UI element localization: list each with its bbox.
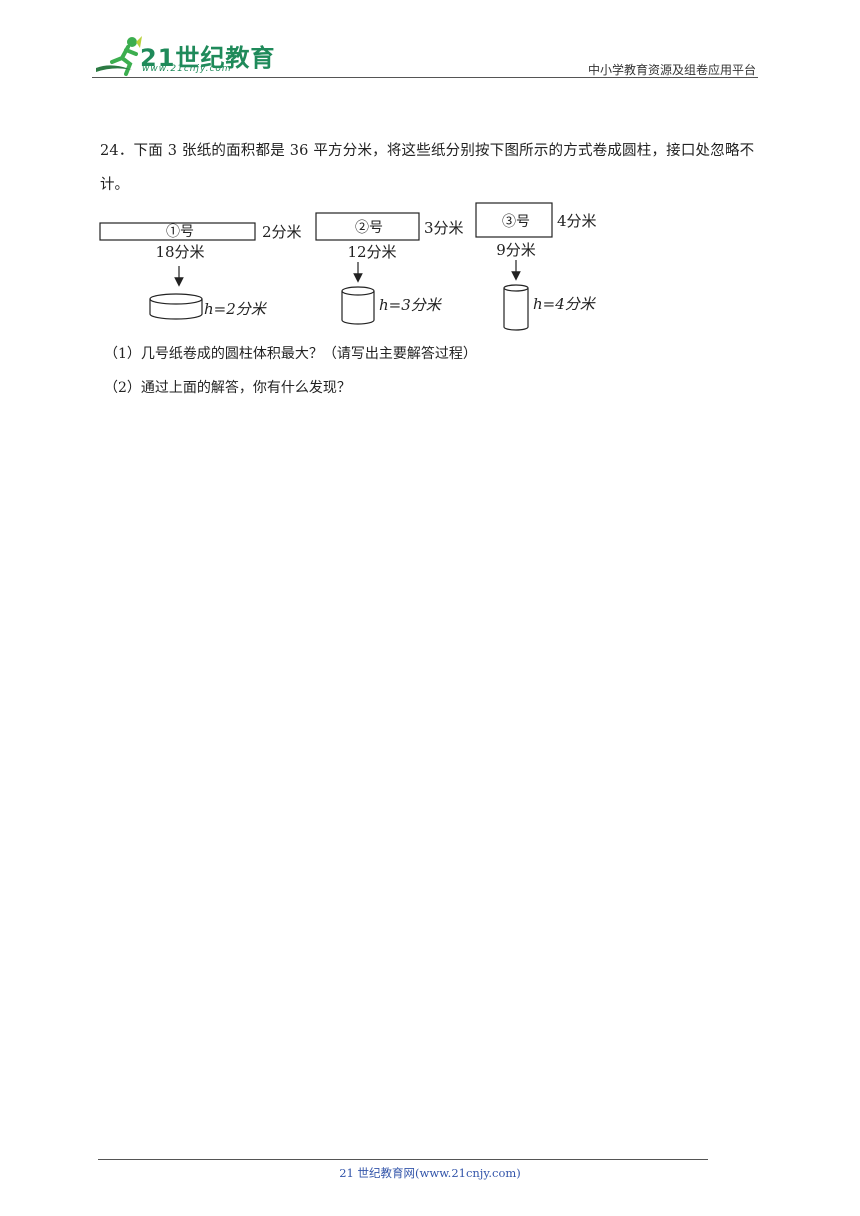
paper-2-bottom: 12分米 <box>347 243 396 261</box>
paper-1-side: 2分米 <box>262 223 302 241</box>
paper-1-bottom: 18分米 <box>155 243 204 261</box>
cylinder-2 <box>341 286 375 325</box>
paper-3-side: 4分米 <box>557 212 597 230</box>
paper-3-label: ③号 <box>502 214 530 230</box>
header-divider <box>92 77 758 78</box>
footer-text[interactable]: 21 世纪教育网(www.21cnjy.com) <box>339 1166 521 1180</box>
sub-question-1: （1）几号纸卷成的圆柱体积最大？（请写出主要解答过程） <box>104 346 477 362</box>
paper-2-label: ②号 <box>355 220 383 236</box>
paper-3-group: ③号 4分米 9分米 h=4分米 <box>475 202 597 331</box>
paper-1-label: ①号 <box>166 224 194 240</box>
cylinder-1-height: h=2分米 <box>204 300 268 318</box>
cylinder-3 <box>503 284 529 331</box>
paper-1-group: ①号 2分米 18分米 h=2分米 <box>99 222 302 320</box>
footer-divider <box>98 1159 708 1160</box>
sub-question-2: （2）通过上面的解答，你有什么发现？ <box>104 380 351 396</box>
running-figure-icon <box>96 36 142 76</box>
cylinder-2-height: h=3分米 <box>379 296 443 314</box>
platform-name: 中小学教育资源及组卷应用平台 <box>587 63 756 77</box>
cylinder-1 <box>149 293 203 320</box>
question-text-line2: 计。 <box>100 177 129 193</box>
paper-2-side: 3分米 <box>424 219 464 237</box>
cylinder-3-height: h=4分米 <box>533 295 597 313</box>
paper-3-rectangle <box>475 202 553 238</box>
logo-url: www.21cnjy.com <box>142 64 232 74</box>
paper-3-bottom: 9分米 <box>496 241 536 259</box>
paper-1-rectangle <box>99 222 256 241</box>
logo-text: 21世纪教育 <box>140 44 276 72</box>
paper-cylinder-figure: ①号 2分米 18分米 h=2分米 ②号 3分米 12分米 h=3分米 ③号 4… <box>99 202 597 331</box>
paper-2-group: ②号 3分米 12分米 h=3分米 <box>315 212 464 325</box>
question-text-line1: 24．下面 3 张纸的面积都是 36 平方分米，将这些纸分别按下图所示的方式卷成… <box>100 143 755 159</box>
site-logo <box>96 36 142 76</box>
paper-2-rectangle <box>315 212 420 241</box>
